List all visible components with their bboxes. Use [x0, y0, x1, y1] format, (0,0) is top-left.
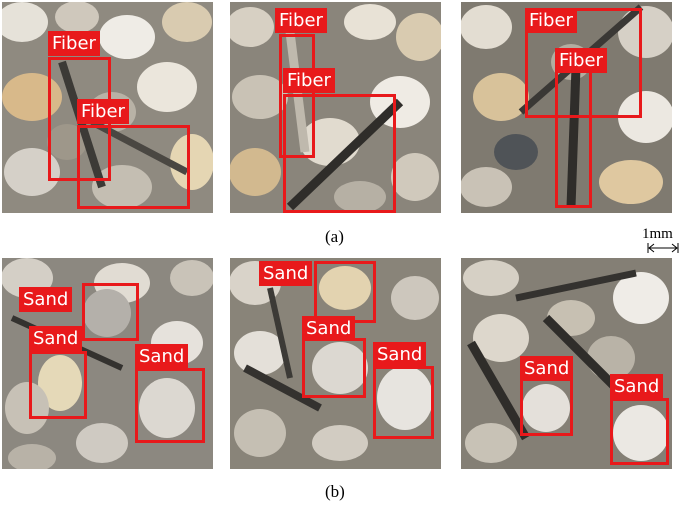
- detection-box-fiber: [525, 8, 642, 118]
- fiber-label: Fiber: [77, 99, 129, 124]
- fiber-label: Fiber: [275, 8, 327, 33]
- caption-b: (b): [325, 482, 345, 501]
- photo-panel-b3: Sand Sand: [461, 258, 672, 469]
- photo-panel-b2: Sand Sand Sand: [230, 258, 441, 469]
- sand-label: Sand: [520, 356, 574, 381]
- detection-box-sand: [373, 366, 434, 439]
- fiber-label: Fiber: [48, 31, 100, 56]
- detection-box-sand: [135, 368, 205, 443]
- detection-box-fiber: [77, 125, 190, 209]
- detection-box-sand: [314, 261, 376, 323]
- sand-label: Sand: [302, 316, 356, 341]
- photo-panel-b1: Sand Sand Sand: [2, 258, 213, 469]
- detection-box-sand: [82, 283, 139, 341]
- double-arrow-icon: [647, 243, 679, 253]
- detection-box-sand: [610, 398, 669, 465]
- gravel-photo-a3: [461, 2, 672, 213]
- photo-panel-a1: Fiber Fiber: [2, 2, 213, 213]
- detection-box-fiber: [283, 94, 396, 213]
- sand-label: Sand: [29, 326, 83, 351]
- sand-label: Sand: [135, 344, 189, 369]
- photo-panel-a3: Fiber Fiber: [461, 2, 672, 213]
- photo-panel-a2: Fiber Fiber: [230, 2, 441, 213]
- sand-label: Sand: [610, 374, 664, 399]
- scale-bar-label: 1mm: [642, 226, 673, 242]
- sand-label: Sand: [373, 342, 427, 367]
- fiber-label: Fiber: [555, 48, 607, 73]
- detection-box-sand: [29, 351, 87, 419]
- sand-label: Sand: [259, 261, 313, 286]
- detection-box-fiber: [555, 70, 592, 208]
- fiber-label: Fiber: [525, 8, 577, 33]
- gravel-photo-a2: [230, 2, 441, 213]
- detection-box-sand: [302, 338, 366, 398]
- sand-label: Sand: [19, 287, 73, 312]
- caption-a: (a): [325, 227, 344, 246]
- detection-box-sand: [520, 378, 573, 436]
- scale-bar: 1mm: [642, 226, 684, 254]
- fiber-label: Fiber: [283, 68, 335, 93]
